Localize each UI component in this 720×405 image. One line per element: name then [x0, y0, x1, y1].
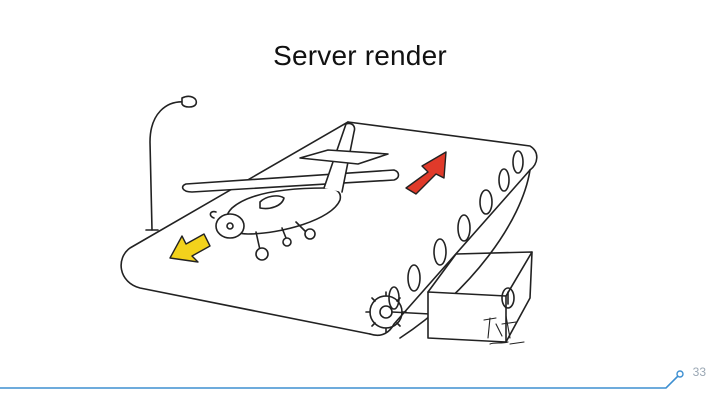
forward-arrow-icon	[405, 151, 447, 195]
footer-line	[0, 375, 679, 389]
airplane-icon	[181, 122, 400, 261]
motor-box-icon	[427, 251, 533, 343]
footer-rule	[0, 370, 684, 389]
backward-arrow-icon	[169, 233, 211, 263]
page-number: 33	[692, 365, 706, 379]
slide-title: Server render	[273, 40, 447, 71]
artist-signature	[483, 315, 525, 345]
lamp-post-icon	[145, 95, 198, 231]
footer-dot-icon	[676, 370, 684, 378]
gear-icon	[365, 291, 431, 333]
conveyor-airplane-illustration	[120, 95, 538, 345]
